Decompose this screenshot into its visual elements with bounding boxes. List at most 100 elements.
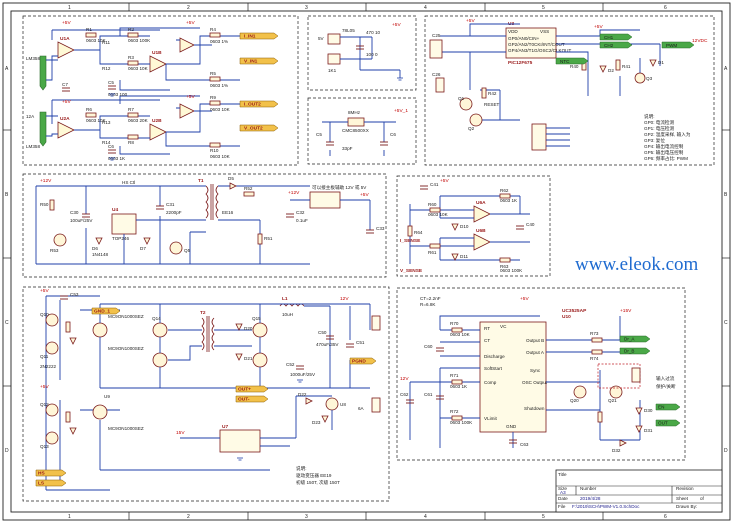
- ic-icon: [327, 53, 341, 65]
- input-connector-icon: [39, 55, 47, 91]
- value-label: 6A: [358, 406, 365, 411]
- row-marker: A: [5, 66, 9, 72]
- resistor-icon: [243, 191, 255, 197]
- net-label-icon: [239, 57, 279, 65]
- net-label-icon: [349, 357, 377, 365]
- part-label: C7: [62, 82, 68, 87]
- diode-icon: [95, 237, 103, 245]
- value-label: 1N4148: [92, 252, 109, 257]
- mcu-note: GP3: 复位: [644, 137, 665, 144]
- diode-icon: [451, 223, 459, 231]
- power-label: +5V_1: [394, 108, 408, 114]
- file-label: File: [558, 504, 566, 509]
- part-label: C51: [356, 340, 365, 345]
- part-label: D11: [460, 254, 469, 259]
- crystal-label: 33pF: [342, 146, 353, 151]
- col-marker: 2: [187, 514, 190, 520]
- power-label: +15V: [620, 308, 632, 314]
- value-label: CT=2.2nF: [420, 296, 441, 301]
- pwm-chip-icon: [479, 321, 547, 433]
- value-label: 0603 10K: [428, 212, 449, 217]
- power-label: +12V: [288, 190, 300, 196]
- block-reg-border: [307, 15, 417, 91]
- part-label: R3: [128, 55, 134, 60]
- value-label: 0.1uF: [296, 218, 308, 223]
- pwm-pin: Comp: [484, 380, 497, 385]
- resistor-icon: [209, 142, 221, 148]
- row-marker: C: [5, 320, 9, 326]
- part-label: R73: [590, 331, 599, 336]
- col-marker: 4: [424, 514, 427, 520]
- part-label: U1A: [60, 36, 70, 42]
- power-label: +12V: [40, 178, 52, 184]
- diode-icon: [635, 407, 643, 415]
- part-label: R6: [86, 107, 92, 112]
- mcu-note: GP5: 输出电压控制: [644, 149, 684, 156]
- part-label: U10: [562, 314, 571, 320]
- net-label: EN: [658, 405, 664, 410]
- part-label: D5: [228, 176, 234, 181]
- part-label: R51: [264, 236, 273, 241]
- power-label: +5V: [360, 192, 369, 198]
- part-label: Q15: [252, 316, 261, 321]
- capacitor-icon: [60, 295, 354, 370]
- net-label: Dr_A: [624, 337, 635, 342]
- block-bridge: GND_1 PGND OUT+ OUT- HS LS Q10 Q11 Q12 Q…: [22, 286, 390, 502]
- part-label: R13: [102, 120, 111, 125]
- transistor-icon: [325, 397, 339, 411]
- value-label: 0603 1%: [210, 39, 228, 44]
- pwm-pin: Shutdown: [524, 406, 545, 411]
- block-mcu: VDD GP0/AN0/CIN+ GP2/AN2/T0CKI/INT/COUT …: [424, 15, 715, 166]
- value-label: 0603 1K: [108, 156, 126, 161]
- reg-label: 100 0: [366, 52, 378, 57]
- resistor-icon: [615, 59, 621, 71]
- part-label: U8: [340, 402, 346, 407]
- col-marker: 1: [68, 514, 71, 520]
- net-label-icon: [619, 335, 651, 343]
- mcu-note: GP4: 输出电流控制: [644, 143, 684, 150]
- opamp-icon: [473, 233, 491, 251]
- diode-icon: [619, 439, 627, 447]
- block-mcu-border: [424, 15, 715, 166]
- value-label: 0603 10K: [450, 332, 471, 337]
- resistor-icon: [127, 32, 139, 38]
- part-label: C53: [70, 292, 79, 297]
- part-label: D20: [244, 326, 253, 331]
- pwm-pin: RT: [484, 326, 490, 331]
- mcu-pin: GP0/AN0/CIN+: [508, 36, 540, 41]
- part-label: R62: [500, 188, 509, 193]
- power-label: +5V: [40, 288, 49, 294]
- net-label-icon: [239, 100, 279, 108]
- value-label: 0603 100: [108, 92, 128, 97]
- opamp-icon: [179, 103, 195, 119]
- part-label: Q5: [184, 248, 191, 253]
- net-label: OUT-: [238, 397, 250, 403]
- value-label: R=6.8K: [420, 302, 436, 307]
- pwm-pin: VC: [500, 324, 507, 329]
- col-marker: 6: [664, 5, 667, 11]
- diode-icon: [69, 337, 77, 345]
- part-label: C41: [430, 182, 439, 187]
- part-label: C63: [520, 442, 529, 447]
- block-sense-border: [396, 175, 551, 277]
- power-label: 12VDC: [692, 38, 708, 44]
- part-label: D22: [298, 392, 307, 397]
- pwm-pin: Output A: [526, 350, 545, 355]
- transistor-icon: [53, 233, 67, 247]
- ic-icon: [435, 77, 445, 93]
- col-marker: 4: [424, 5, 427, 11]
- part-label: D2: [608, 68, 614, 73]
- ground-icon: [237, 379, 303, 461]
- resistor-icon: [49, 199, 55, 211]
- bridge-note: 驱动变压器 EE19: [296, 472, 332, 479]
- resistor-icon: [597, 411, 603, 423]
- part-label: Q3: [646, 76, 653, 81]
- input-connector-icon: [39, 111, 47, 147]
- net-label: Dr_B: [624, 349, 634, 354]
- power-label: +5V: [62, 20, 71, 26]
- transistor-icon: [573, 385, 587, 399]
- diode-icon: [635, 425, 643, 433]
- crystal-label: 8MHz: [348, 110, 361, 115]
- value-label: 0603 100K: [450, 420, 473, 425]
- value-label: 0603 10K: [210, 107, 231, 112]
